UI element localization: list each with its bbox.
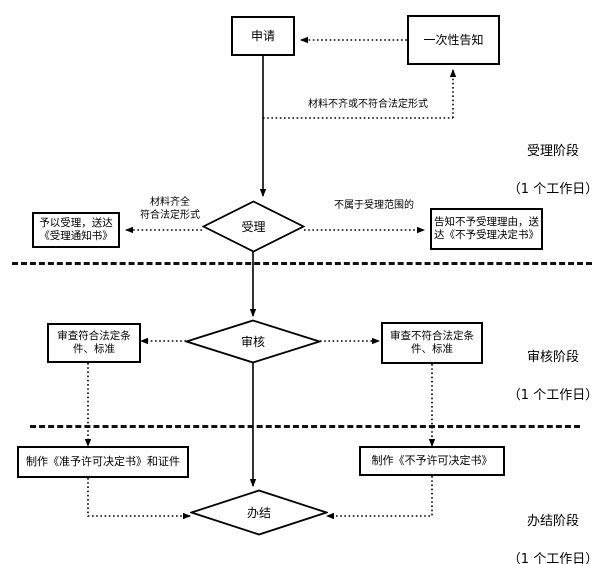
node-accept-yes[interactable]: 予以受理，送达 《受理通知书》 — [32, 212, 120, 248]
stage-label-completion: 办结阶段 （1 个工作日） — [505, 494, 601, 564]
node-one-time-notice[interactable]: 一次性告知 — [407, 15, 500, 65]
accept-diamond-shape — [202, 200, 305, 253]
node-finish-label: 办结 — [246, 506, 271, 520]
stage-label-acceptance: 受理阶段 （1 个工作日） — [505, 124, 601, 199]
finish-diamond-shape — [190, 489, 328, 536]
stage-name-acceptance: 受理阶段 — [526, 143, 579, 159]
review-diamond-shape — [185, 319, 321, 364]
edge-deny-to-finish — [326, 476, 433, 520]
stage-duration-completion: （1 个工作日） — [507, 551, 599, 564]
node-finish[interactable]: 办结 — [190, 489, 328, 536]
stage-duration-acceptance: （1 个工作日） — [507, 181, 599, 197]
stage-name-review: 审核阶段 — [526, 349, 579, 365]
node-accept-label: 受理 — [241, 220, 266, 234]
node-accept[interactable]: 受理 — [202, 200, 305, 253]
edge-label-materials-complete: 材料齐全 符合法定形式 — [140, 197, 200, 221]
node-permit-deny[interactable]: 制作《不予许可决定书》 — [359, 446, 505, 476]
node-review[interactable]: 审核 — [185, 319, 321, 364]
node-review-label: 审核 — [240, 335, 265, 349]
node-apply[interactable]: 申请 — [231, 16, 295, 56]
edge-grant-to-finish — [87, 478, 191, 520]
node-review-pass[interactable]: 审查符合法定条 件、标准 — [47, 323, 141, 363]
node-review-fail[interactable]: 审查不符合法定条 件、标准 — [381, 322, 483, 364]
stage-duration-review: （1 个工作日） — [507, 387, 599, 403]
stage-label-review: 审核阶段 （1 个工作日） — [505, 330, 601, 405]
edge-label-materials-incomplete: 材料不齐或不符合法定形式 — [308, 99, 428, 110]
node-permit-grant[interactable]: 制作《准予许可决定书》和证件 — [17, 446, 189, 478]
stage-separator-1 — [12, 262, 592, 265]
stage-separator-2 — [30, 425, 580, 428]
edge-label-out-of-scope: 不属于受理范围的 — [334, 200, 414, 211]
stage-name-completion: 办结阶段 — [526, 513, 579, 529]
node-accept-no[interactable]: 告知不予受理理由，送 达《不予受理决定书》 — [430, 208, 543, 250]
